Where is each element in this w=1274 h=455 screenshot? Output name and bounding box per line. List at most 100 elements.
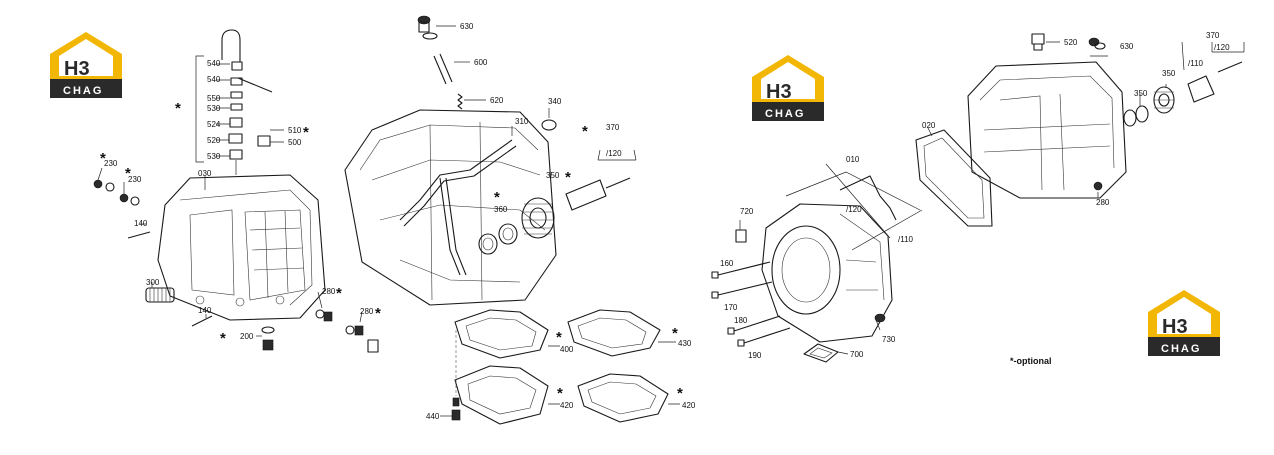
gearbox-housing — [157, 174, 326, 321]
label-600: 600 — [474, 58, 488, 67]
optional-footnote: *-optional — [1010, 356, 1052, 366]
label-160: 160 — [720, 259, 734, 268]
bolt-170 — [711, 281, 773, 299]
cover-420 — [454, 365, 549, 425]
label-300: 300 — [146, 278, 160, 287]
brand-logo: H3 CHAG — [752, 55, 824, 121]
optional-star: * — [582, 123, 588, 140]
label-350: 350 — [546, 171, 560, 180]
seal-340 — [541, 119, 557, 131]
optional-star: * — [175, 100, 181, 117]
gear-350 — [521, 197, 555, 239]
breather-pipe — [221, 29, 241, 62]
label-630: 630 — [460, 22, 474, 31]
label-540: 540 — [207, 75, 221, 84]
optional-star: * — [125, 165, 131, 182]
label-520: 520 — [1064, 38, 1078, 47]
logo-word: CHAG — [1161, 343, 1201, 355]
label-524: 524 — [207, 120, 221, 129]
drain-plug-200 — [261, 326, 275, 351]
breather-rod — [237, 77, 273, 93]
label-slash-110: /110 — [1188, 59, 1204, 68]
left-labels: 540 540 550 530 524 520 530 510 500 230 … — [100, 59, 381, 347]
optional-star: * — [565, 169, 571, 186]
label-440: 440 — [426, 412, 440, 421]
cover-400 — [454, 309, 549, 359]
optional-star: * — [556, 329, 562, 346]
transmission-housing — [344, 109, 557, 306]
label-010: 010 — [846, 155, 860, 164]
brand-logo: H3 CHAG — [1148, 290, 1220, 356]
label-370: 370 — [1206, 31, 1220, 40]
logo-word: CHAG — [765, 108, 805, 120]
optional-star: * — [220, 330, 226, 347]
label-310: 310 — [515, 117, 529, 126]
right-housing-assembly — [711, 33, 1245, 363]
label-140: 140 — [198, 306, 212, 315]
optional-star: * — [303, 124, 309, 141]
optional-star: * — [672, 325, 678, 342]
label-170: 170 — [724, 303, 738, 312]
optional-star: * — [336, 285, 342, 302]
middle-housing-assembly — [344, 15, 680, 425]
brand-logo: H3 CHAG — [50, 32, 122, 98]
rear-housing — [967, 61, 1127, 199]
optional-star: * — [557, 385, 563, 402]
label-500: 500 — [288, 138, 302, 147]
gasket-020 — [915, 129, 993, 227]
right-labels: 520 630 370 /120 /110 350 350 020 010 28… — [720, 31, 1230, 366]
optional-star: * — [494, 189, 500, 206]
label-190: 190 — [748, 351, 762, 360]
plug-230b — [119, 193, 140, 206]
oil-tube-310 — [399, 139, 517, 227]
bolt-180 — [727, 315, 781, 335]
logo-letters: H3 — [766, 81, 792, 103]
gasket-420 — [577, 373, 669, 423]
filter-300 — [145, 287, 175, 303]
label-530: 530 — [207, 104, 221, 113]
label-slash-110: /110 — [898, 235, 914, 244]
bearing-360 — [478, 223, 518, 255]
logo-word: CHAG — [63, 85, 103, 97]
bearing-350 — [1123, 105, 1149, 127]
label-020: 020 — [922, 121, 936, 130]
pipe-120 — [839, 175, 897, 221]
label-720: 720 — [740, 207, 754, 216]
label-280: 280 — [1096, 198, 1110, 207]
middle-labels: 630 600 620 340 310 370 /120 350 360 400… — [426, 22, 696, 421]
label-630: 630 — [1120, 42, 1134, 51]
bolt-160 — [711, 261, 771, 279]
plug-520 — [1031, 33, 1045, 51]
label-350: 350 — [1134, 89, 1148, 98]
optional-star: * — [100, 150, 106, 167]
label-730: 730 — [882, 335, 896, 344]
label-030: 030 — [198, 169, 212, 178]
label-140: 140 — [134, 219, 148, 228]
plug-630 — [1088, 37, 1106, 50]
pin-140b — [191, 315, 213, 327]
gear-350 — [1153, 86, 1175, 114]
label-200: 200 — [240, 332, 254, 341]
plug-280a — [315, 309, 333, 322]
label-340: 340 — [548, 97, 562, 106]
bolt-190 — [737, 327, 791, 347]
label-620: 620 — [490, 96, 504, 105]
label-slash-120: /120 — [846, 205, 862, 214]
label-420: 420 — [560, 401, 574, 410]
label-510: 510 — [288, 126, 302, 135]
shaft-370 — [565, 177, 631, 211]
label-420: 420 — [682, 401, 696, 410]
label-230: 230 — [104, 159, 118, 168]
left-housing-assembly — [93, 29, 379, 353]
label-180: 180 — [734, 316, 748, 325]
shaft-370 — [1187, 61, 1243, 103]
label-400: 400 — [560, 345, 574, 354]
logo-letters: H3 — [1162, 316, 1188, 338]
cover-700 — [803, 343, 839, 363]
label-slash-120: /120 — [606, 149, 622, 158]
optional-star: * — [375, 305, 381, 322]
label-360: 360 — [494, 205, 508, 214]
tube-600 — [433, 53, 453, 85]
bell-housing-010 — [761, 203, 893, 343]
